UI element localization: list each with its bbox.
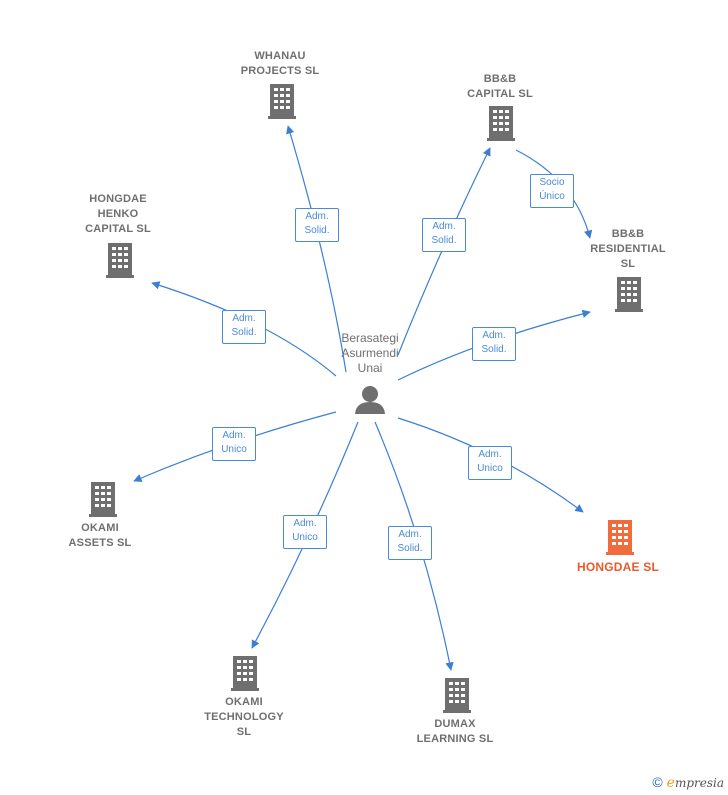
building-icon[interactable]: [268, 84, 296, 119]
edge-label-bbb-residential-owner: Socio Único: [530, 174, 574, 208]
person-name[interactable]: Berasategi Asurmendi Unai: [341, 331, 399, 375]
company-label-dumax[interactable]: DUMAX LEARNING SL: [416, 718, 494, 745]
building-icon[interactable]: [443, 678, 471, 713]
company-label-bbb-capital[interactable]: BB&B CAPITAL SL: [467, 73, 533, 100]
footer-brand: ©empresia: [652, 774, 724, 791]
building-icon[interactable]: [106, 243, 134, 278]
person-icon[interactable]: [355, 386, 385, 414]
building-icon[interactable]: [89, 482, 117, 517]
building-icon[interactable]: [606, 520, 634, 555]
building-icon[interactable]: [615, 277, 643, 312]
company-label-whanau[interactable]: WHANAU PROJECTS SL: [240, 50, 320, 77]
company-label-bbb-residential[interactable]: BB&B RESIDENTIAL SL: [590, 228, 666, 270]
building-icon[interactable]: [487, 106, 515, 141]
edge-label-bbb-capital: Adm. Solid.: [422, 218, 466, 252]
copyright-symbol: ©: [652, 774, 663, 790]
company-label-okami-tech[interactable]: OKAMI TECHNOLOGY SL: [204, 696, 284, 738]
company-label-okami-assets[interactable]: OKAMI ASSETS SL: [68, 522, 132, 549]
company-label-hongdae[interactable]: HONGDAE SL: [576, 560, 659, 574]
edge-label-okami-tech: Adm. Unico: [283, 515, 327, 549]
edge-label-hongdae-henko: Adm. Solid.: [222, 310, 266, 344]
edge-label-dumax: Adm. Solid.: [388, 526, 432, 560]
brand-logo-e: e: [666, 775, 675, 791]
edge-label-hongdae: Adm. Unico: [468, 446, 512, 480]
edge-center-whanau: [286, 125, 347, 373]
edge-label-whanau: Adm. Solid.: [295, 208, 339, 242]
brand-name: mpresia: [674, 776, 724, 790]
building-icon[interactable]: [231, 656, 259, 691]
edge-label-okami-assets: Adm. Unico: [212, 427, 256, 461]
company-label-hongdae-henko[interactable]: HONGDAE HENKO CAPITAL SL: [85, 193, 151, 235]
edge-label-bbb-residential: Adm. Solid.: [472, 327, 516, 361]
